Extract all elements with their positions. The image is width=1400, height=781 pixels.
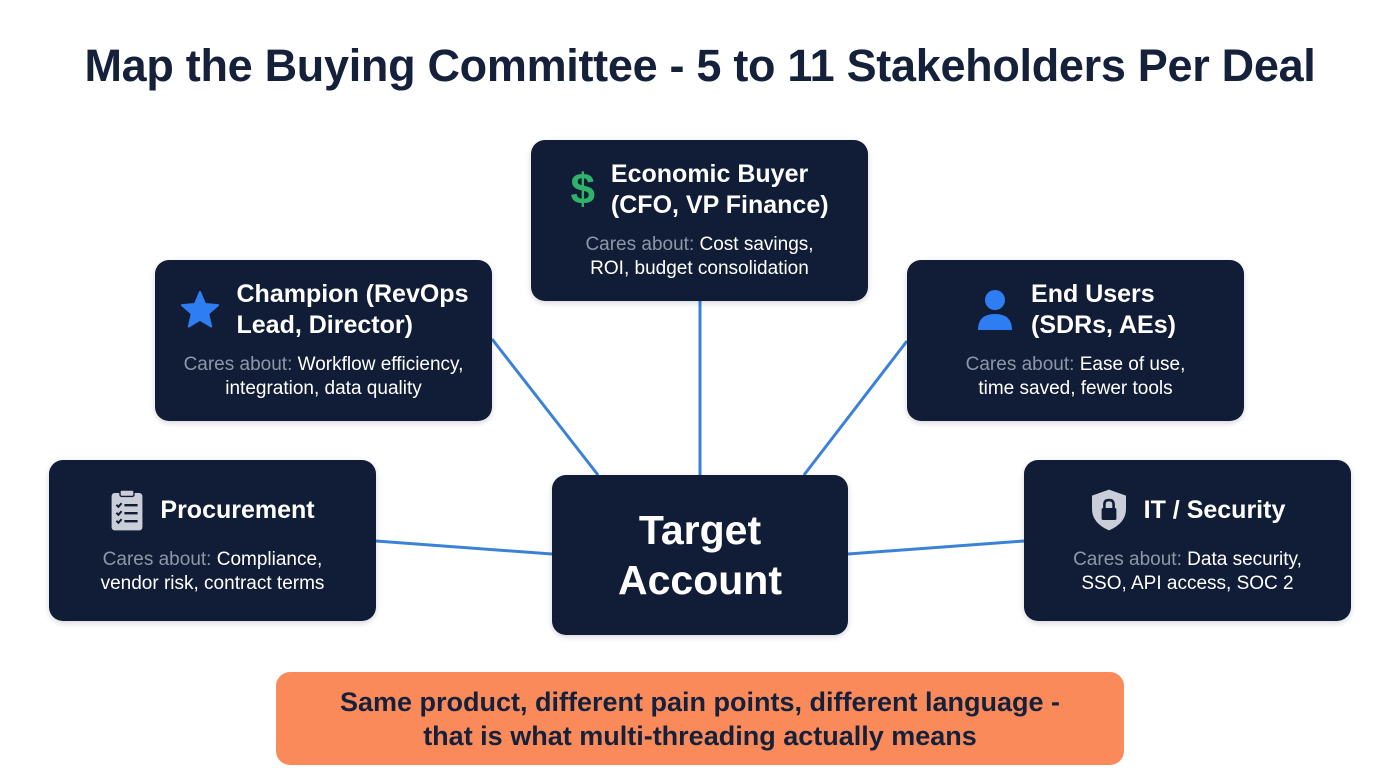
user-icon	[975, 288, 1015, 332]
stakeholder-end-users: End Users (SDRs, AEs) Cares about: Ease …	[907, 260, 1244, 421]
stakeholder-cares: Cares about: Ease of use, time saved, fe…	[965, 354, 1186, 399]
connector-procurement	[375, 539, 553, 556]
connector-it-security	[847, 539, 1025, 556]
target-account-label: Target Account	[618, 507, 782, 603]
dollar-icon: $	[570, 165, 595, 214]
stakeholder-champion: Champion (RevOps Lead, Director) Cares a…	[155, 260, 492, 421]
callout-line-2: that is what multi-threading actually me…	[423, 720, 977, 751]
stakeholder-it-security: IT / Security Cares about: Data security…	[1024, 460, 1351, 621]
target-account-node: Target Account	[552, 475, 848, 635]
stakeholder-cares: Cares about: Compliance, vendor risk, co…	[100, 549, 325, 594]
stakeholder-name: Economic Buyer (CFO, VP Finance)	[610, 160, 829, 219]
stakeholder-name: IT / Security	[1143, 495, 1286, 524]
stakeholder-economic-buyer: $ Economic Buyer (CFO, VP Finance) Cares…	[531, 140, 868, 301]
stakeholder-cares: Cares about: Workflow efficiency, integr…	[183, 354, 464, 399]
stakeholder-cares: Cares about: Data security, SSO, API acc…	[1073, 549, 1302, 594]
star-icon	[179, 290, 221, 330]
clipboard-checklist-icon	[110, 488, 144, 532]
stakeholder-cares: Cares about: Cost savings, ROI, budget c…	[585, 234, 814, 279]
connector-end-users	[802, 340, 909, 476]
page-title: Map the Buying Committee - 5 to 11 Stake…	[84, 40, 1316, 91]
callout-line-1: Same product, different pain points, dif…	[339, 686, 1061, 717]
stakeholder-name: Champion (RevOps Lead, Director)	[236, 280, 469, 339]
connector-champion	[490, 338, 600, 476]
stakeholder-name: Procurement	[160, 495, 315, 524]
stakeholder-procurement: Procurement Cares about: Compliance, ven…	[49, 460, 376, 621]
shield-lock-icon	[1090, 488, 1128, 532]
stakeholder-name: End Users (SDRs, AEs)	[1031, 280, 1176, 339]
callout-banner: Same product, different pain points, dif…	[276, 672, 1124, 765]
